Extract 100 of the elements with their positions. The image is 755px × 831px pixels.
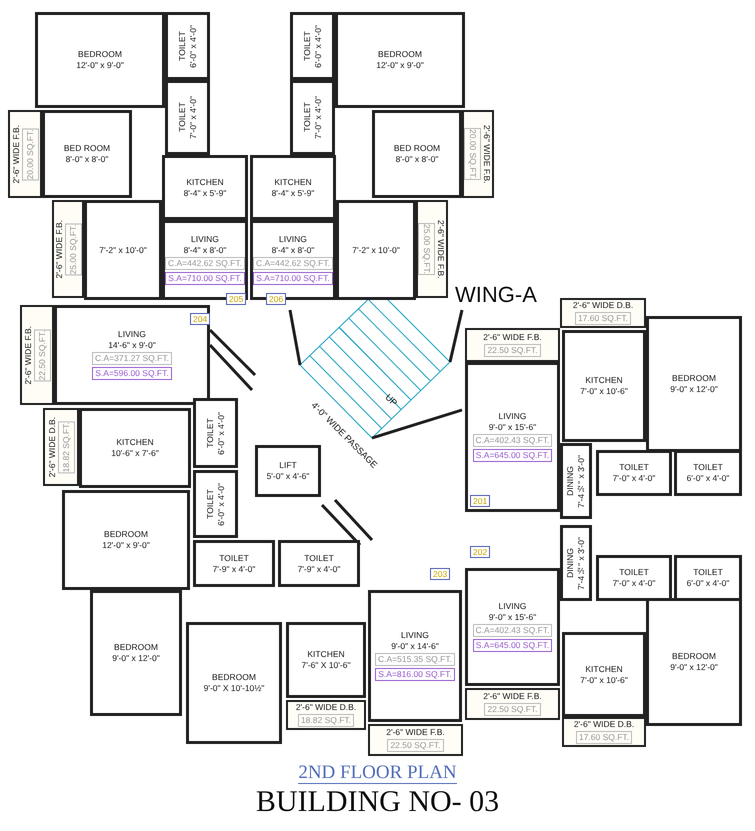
balcony-outline	[465, 688, 560, 720]
passage-label: UP	[383, 392, 400, 408]
room-dimension: 6'-0" x 4'-0"	[686, 473, 730, 484]
room-name: KITCHEN	[585, 664, 623, 674]
balcony-label: 2'-6" WIDE F.B.	[483, 332, 542, 343]
room-dimension: 7'-6" X 10'-6"	[302, 660, 350, 671]
balcony-area: 18.82 SQ.FT.	[298, 714, 354, 727]
balcony-label: 2'-6" WIDE F.B.	[23, 326, 34, 384]
room-dimension: 7'-4½" x 3'-0"	[576, 536, 587, 590]
room-name: LIVING	[279, 234, 307, 245]
room-outline	[165, 80, 210, 155]
room-name: BEDROOM	[212, 672, 256, 683]
flat-number: 205	[226, 293, 246, 305]
room-outline	[79, 408, 191, 488]
balcony-label: 2'-6" WIDE D.B.	[47, 416, 58, 478]
room-dimension: 7'-0" x 4'-0"	[188, 96, 198, 139]
carpet-area: C.A=371.27 SQ.FT.	[92, 352, 172, 365]
room-outline	[465, 362, 560, 512]
saleable-area: S.A=645.00 SQ.FT.	[472, 449, 552, 462]
balcony-outline	[52, 200, 84, 298]
room-dimension: 7'-0" x 10'-6"	[580, 674, 628, 686]
room-name: TOILET	[219, 552, 249, 564]
flat-number: 206	[266, 293, 286, 305]
room-name: TOILET	[619, 462, 649, 473]
room-dimension: 7'-4½" x 3'-0"	[576, 454, 587, 508]
flat-number: 202	[470, 546, 490, 558]
room-dimension: 10'-6" x 7'-6"	[111, 448, 159, 459]
room-name: TOILET	[176, 102, 188, 132]
balcony-label: 2'-6" WIDE F.B.	[11, 124, 22, 184]
balcony-outline	[560, 298, 646, 328]
room-name: BED ROOM	[64, 143, 110, 154]
room-dimension: 12'-0" x 9'-0"	[376, 60, 424, 71]
room-name: KITCHEN	[274, 176, 312, 188]
balcony-outline	[465, 328, 560, 362]
balcony-area: 17.60 SQ.FT.	[576, 731, 632, 744]
room-name: TOILET	[204, 489, 216, 519]
room-name: 7'-2" x 10'-0"	[352, 244, 400, 256]
room-name: BEDROOM	[672, 373, 716, 384]
room-name: LIVING	[191, 234, 219, 245]
room-outline	[186, 622, 282, 744]
room-name: BEDROOM	[672, 651, 716, 662]
room-name: LIVING	[401, 630, 429, 641]
saleable-area: S.A=596.00 SQ.FT.	[92, 367, 172, 380]
room-name: 7'-2" x 10'-0"	[99, 244, 147, 256]
room-outline	[368, 590, 462, 722]
room-name: TOILET	[693, 567, 723, 578]
room-dimension: 9'-0" x 12'-0"	[112, 653, 160, 664]
balcony-area: 20.00 SQ.FT.	[464, 128, 481, 180]
room-outline	[646, 316, 742, 452]
balcony-outline	[286, 700, 366, 730]
room-name: BEDROOM	[78, 49, 122, 60]
room-name: TOILET	[204, 418, 216, 448]
room-dimension: 7'-9" x 4'-0"	[298, 564, 340, 574]
room-outline	[255, 445, 321, 497]
room-name: LIFT	[279, 460, 297, 471]
flat-number: 201	[470, 495, 490, 507]
room-dimension: 14'-6" x 9'-0"	[108, 340, 156, 351]
room-outline	[560, 443, 592, 519]
room-dimension: 8'-0" x 8'-0"	[66, 154, 108, 165]
room-outline	[35, 12, 165, 108]
room-outline	[335, 12, 465, 108]
room-dimension: 7'-9" x 4'-0"	[212, 564, 256, 574]
room-outline	[84, 200, 162, 300]
balcony-area: 22.50 SQ.FT.	[34, 328, 51, 382]
room-dimension: 9'-0" x 14'-6"	[391, 641, 439, 652]
room-outline	[193, 540, 275, 587]
room-dimension: 9'-0" X 10'-10½"	[204, 683, 264, 694]
balcony-outline	[20, 305, 54, 405]
room-dimension: 9'-0" x 12'-0"	[670, 662, 718, 673]
room-dimension: 6'-0" x 4'-0"	[686, 578, 730, 589]
balcony-area: 25.00 SQ.FT.	[418, 222, 435, 276]
balcony-label: 2'-6" WIDE F.B.	[435, 220, 446, 278]
balcony-outline	[8, 110, 42, 198]
room-name: TOILET	[619, 567, 649, 578]
room-dimension: 8'-0" x 8'-0"	[396, 154, 438, 165]
room-dimension: 6'-0" x 4'-0"	[312, 24, 324, 68]
balcony-outline	[43, 408, 79, 486]
room-name: LIVING	[498, 411, 526, 422]
balcony-area: 18.82 SQ.FT.	[58, 420, 75, 474]
room-outline	[596, 450, 672, 496]
balcony-label: 2'-6" WIDE F.B.	[386, 727, 445, 738]
carpet-area: C.A=442.62 SQ.FT.	[253, 257, 333, 270]
balcony-area: 22.50 SQ.FT.	[387, 739, 444, 752]
balcony-label: 2'-6" WIDE F.B.	[481, 124, 492, 184]
room-outline	[465, 568, 560, 686]
room-dimension: 7'-0" x 4'-0"	[612, 473, 656, 484]
flat-number: 203	[430, 568, 450, 580]
room-dimension: 8'-4" x 5'-9"	[184, 188, 226, 198]
room-name: BEDROOM	[378, 49, 422, 60]
room-outline	[165, 12, 210, 80]
room-dimension: 8'-4" x 8'-0"	[272, 245, 314, 256]
balcony-label: 2'-6" WIDE D.B.	[574, 719, 634, 730]
room-outline	[562, 330, 646, 442]
balcony-outline	[368, 724, 463, 756]
room-dimension: 9'-0" x 12'-0"	[670, 384, 718, 395]
balcony-area: 22.50 SQ.FT.	[484, 344, 541, 357]
room-name: KITCHEN	[585, 375, 623, 386]
balcony-area: 25.00 SQ.FT.	[65, 222, 82, 276]
room-outline	[560, 525, 592, 601]
room-name: BEDROOM	[104, 529, 148, 540]
